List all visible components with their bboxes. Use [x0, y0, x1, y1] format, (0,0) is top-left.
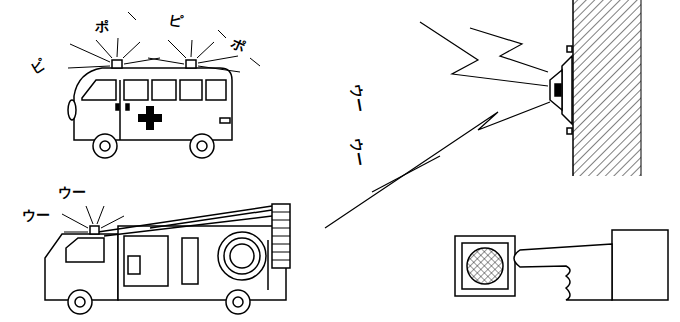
sound-effect: ウー: [349, 137, 368, 167]
sound-effect: ウー: [349, 83, 368, 113]
hand: [514, 230, 668, 300]
alarm-button: [455, 236, 515, 296]
sound-effect: ピ: [28, 56, 47, 75]
ambulance: [68, 12, 260, 158]
sound-wave: [325, 22, 550, 228]
sound-effect: ポ: [95, 19, 109, 33]
sound-effect: ポ: [229, 35, 248, 54]
sound-effect: ピ: [168, 12, 184, 28]
sound-effect: ウー: [22, 208, 50, 222]
wall-speaker: [550, 0, 641, 176]
fire-truck: [45, 204, 290, 314]
sound-effect: ウー: [58, 185, 86, 199]
